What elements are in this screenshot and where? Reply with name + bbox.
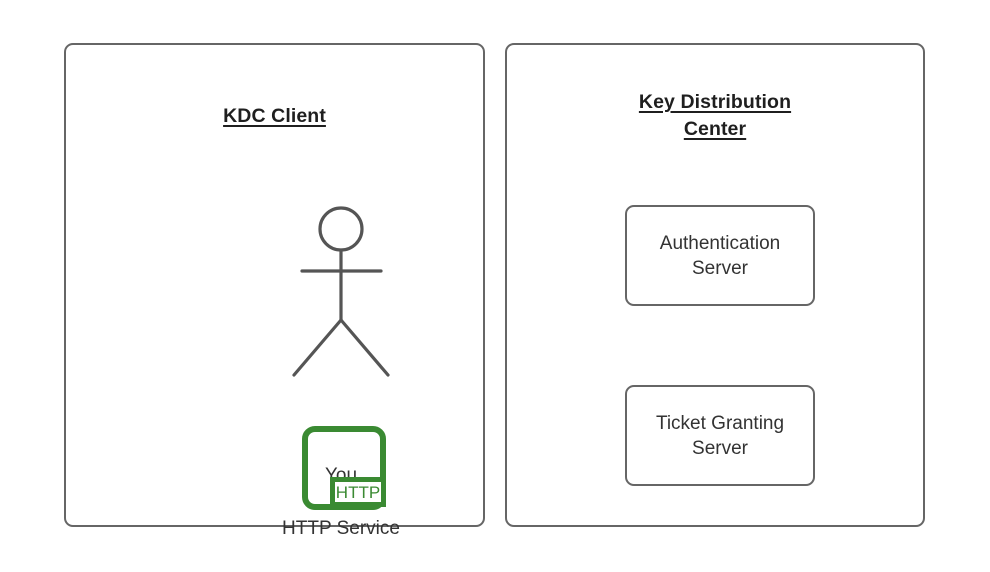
panel-kdc-client: KDC Client You HTTP (64, 43, 485, 539)
panel-kdc-title-line1: Key Distribution (638, 91, 792, 113)
http-badge-text: HTTP (336, 483, 380, 502)
actor-you: You (277, 200, 405, 486)
panel-kdc-client-title: KDC Client (66, 103, 483, 130)
panel-kdc-client-title-text: KDC Client (223, 105, 326, 127)
http-service-label: HTTP Service (282, 518, 400, 539)
box-ticket-granting-server-label: Ticket Granting Server (656, 411, 784, 461)
box-authentication-server-line2: Server (692, 257, 748, 279)
box-ticket-granting-server-line1: Ticket Granting (655, 412, 785, 434)
box-authentication-server-label: Authentication Server (660, 231, 780, 281)
panel-kdc-title-line2: Center (683, 118, 747, 140)
box-authentication-server: Authentication Server (625, 205, 815, 306)
box-ticket-granting-server-line2: Server (692, 437, 748, 459)
http-service-icon: HTTP (301, 425, 387, 512)
box-ticket-granting-server: Ticket Granting Server (625, 385, 815, 486)
node-http-service: HTTP HTTP Service (261, 425, 421, 545)
stick-figure-icon (292, 206, 390, 377)
box-authentication-server-line1: Authentication (659, 232, 781, 254)
panel-kdc-title: Key Distribution Center (507, 89, 923, 143)
